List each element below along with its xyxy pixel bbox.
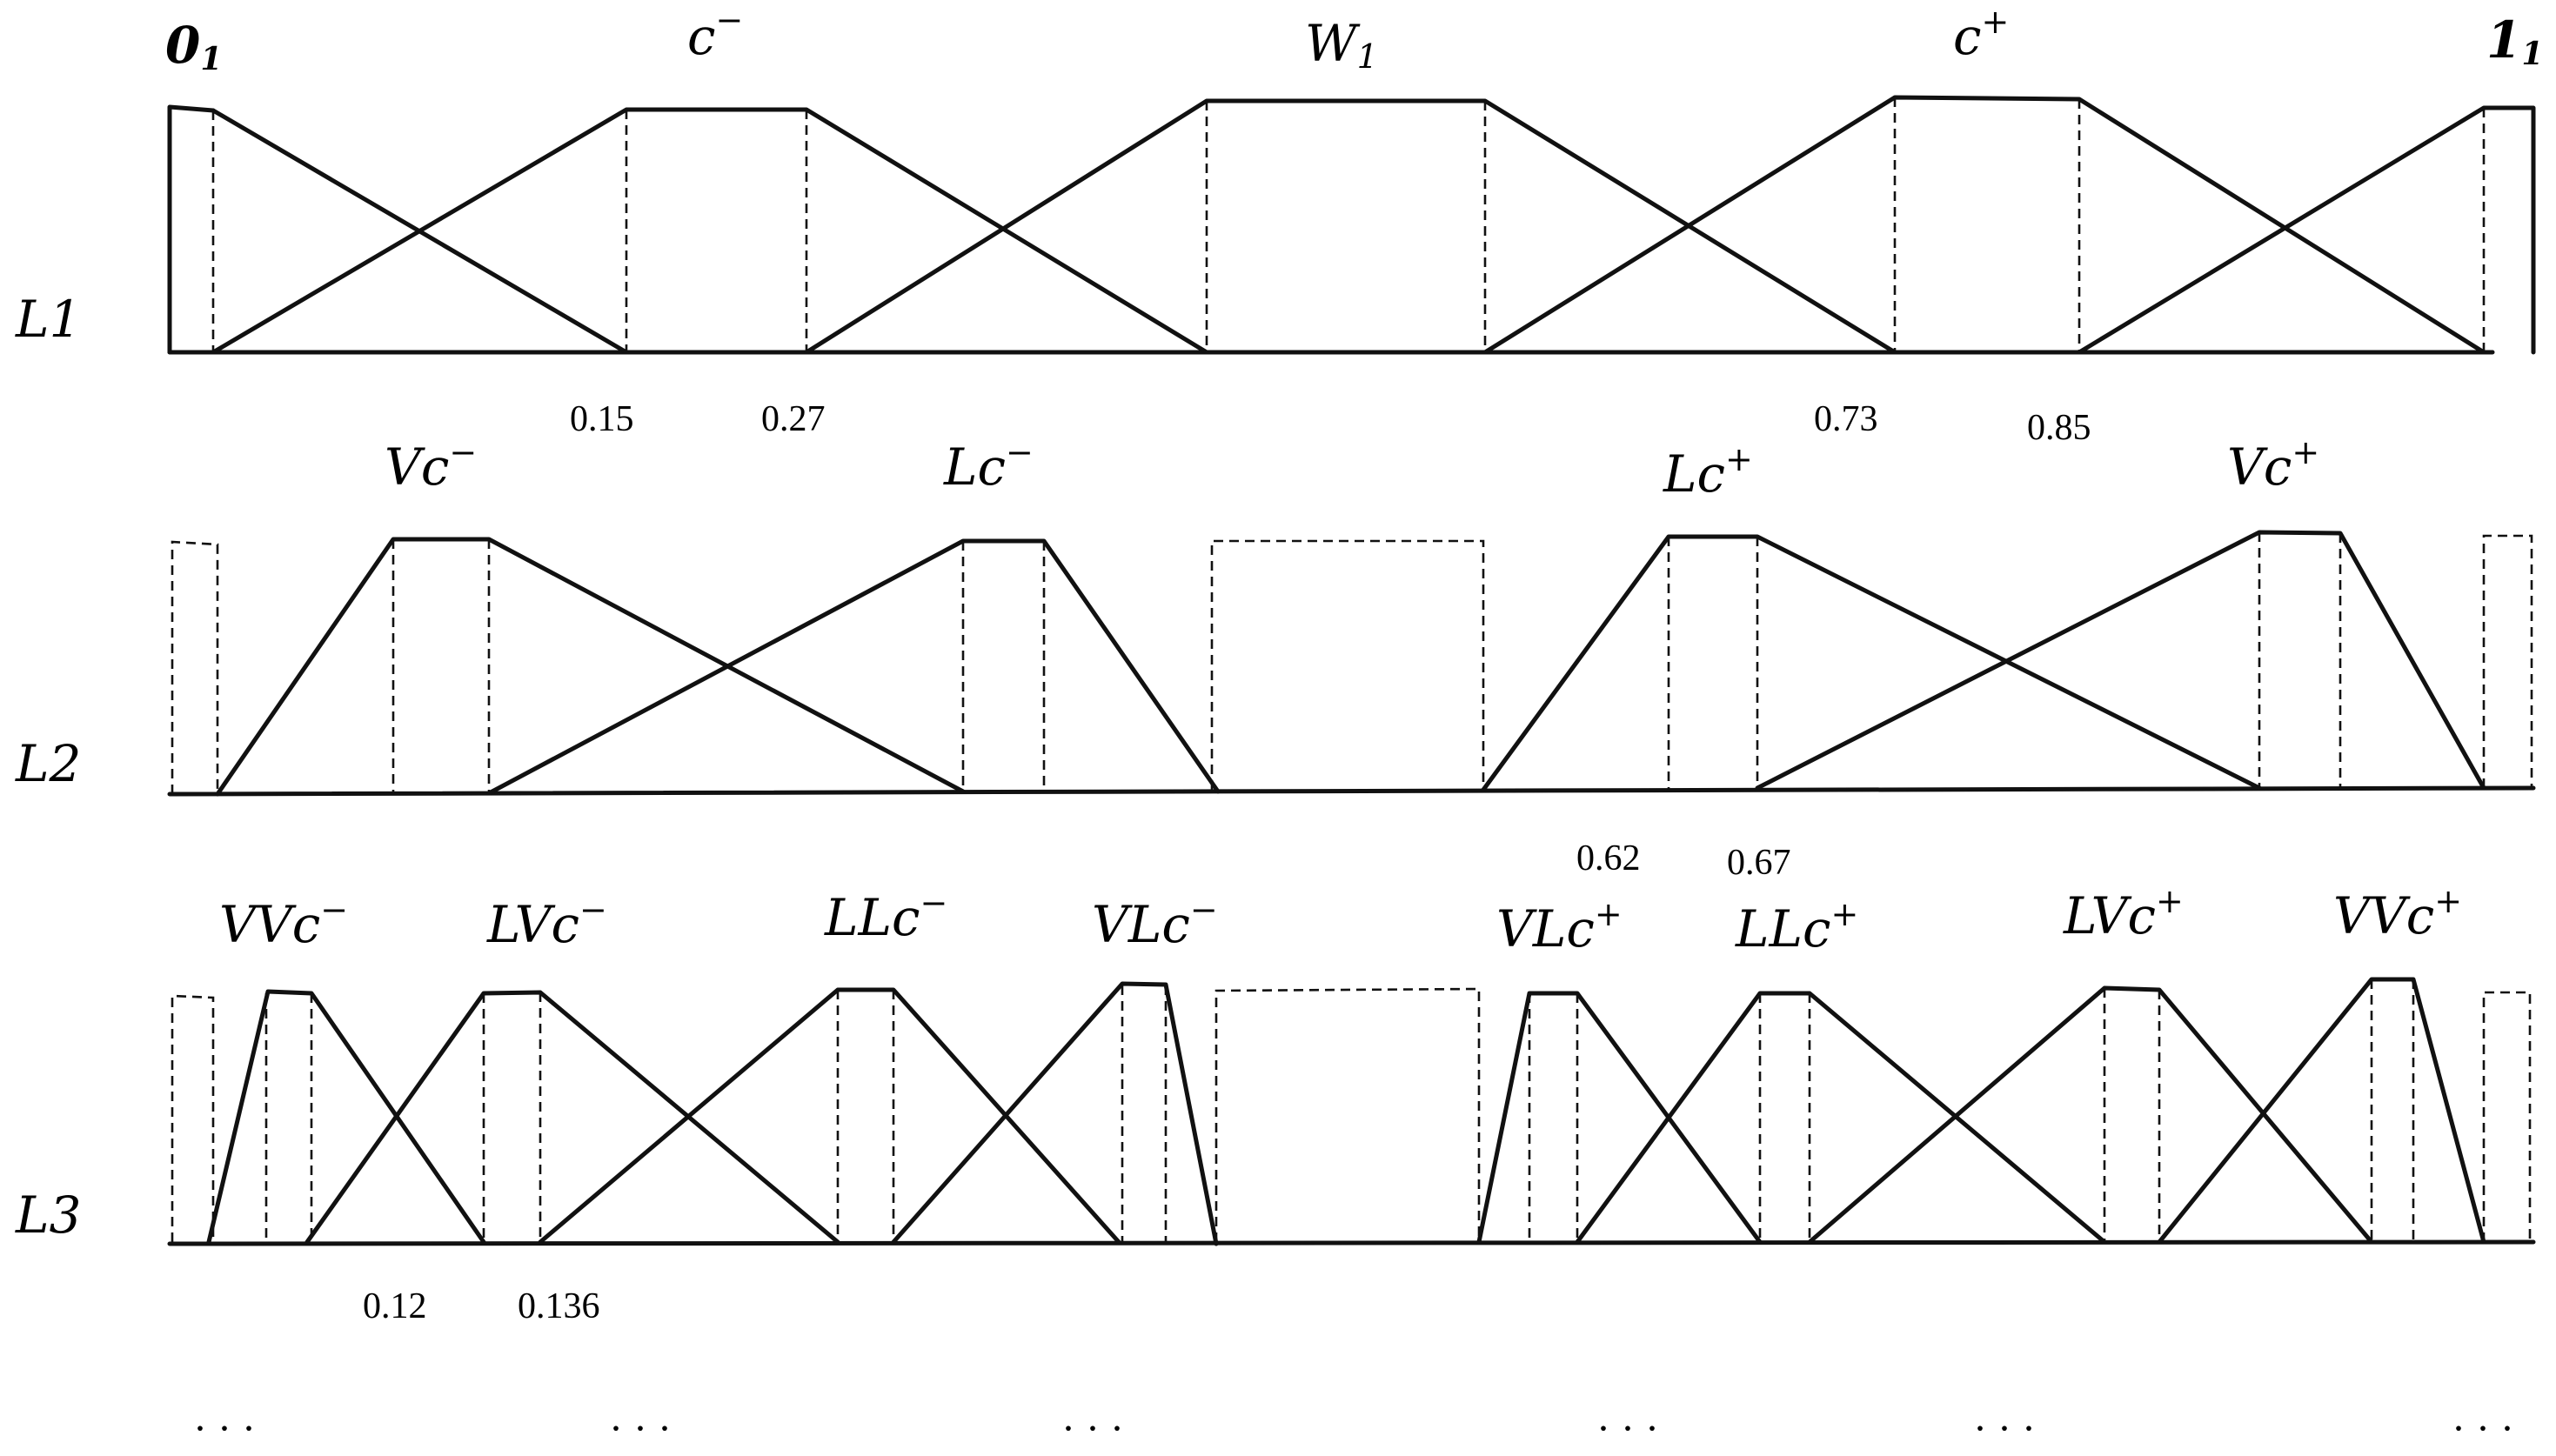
level-3-shapes <box>167 977 2536 1246</box>
dashed-middle-block <box>1214 987 1481 1242</box>
dashed-middle-block <box>1210 539 1485 790</box>
llc-minus-label: LLc− <box>824 884 947 947</box>
ellipsis: · · · <box>193 1406 256 1452</box>
lc-plus-label: Lc+ <box>1663 440 1753 504</box>
level-1-label: L1 <box>15 290 81 349</box>
lc-minus-shape <box>486 538 1221 796</box>
value-label: 0.15 <box>570 399 634 439</box>
value-label: 0.73 <box>1814 399 1878 439</box>
level-3-baseline <box>167 1239 2536 1246</box>
ellipsis: · · · <box>1061 1406 1124 1452</box>
value-label: 0.67 <box>1727 843 1791 883</box>
lvc-minus-shape <box>304 990 840 1245</box>
dashed-edge-block <box>2482 991 2532 1242</box>
lvc-plus-shape <box>1807 985 2374 1245</box>
vc-minus-label: Vc− <box>385 433 477 497</box>
vc-plus-label: Vc+ <box>2227 433 2319 497</box>
llc-minus-shape <box>538 987 1121 1245</box>
dashed-edge-block <box>171 540 219 794</box>
c-minus-label: c− <box>687 1 743 66</box>
w1-label: W1 <box>1305 14 1378 76</box>
vc-plus-shape <box>1755 530 2486 791</box>
level-2-shapes <box>167 530 2536 797</box>
level-2-label: L2 <box>15 734 81 793</box>
value-label: 0.12 <box>363 1286 427 1326</box>
value-label: 0.27 <box>761 399 826 439</box>
level-2-baseline <box>167 785 2536 797</box>
continuation-ellipses: · · · · · · · · · · · · · · · · · · <box>193 1406 2514 1452</box>
one-term-shape <box>2077 105 2536 355</box>
w1-shape <box>804 98 1897 355</box>
zero-term-falling-edge <box>211 108 629 355</box>
dashed-edge-block <box>2482 534 2533 788</box>
one-term-label: 11 <box>2486 10 2543 72</box>
llc-plus-shape <box>1575 991 2107 1245</box>
vlc-minus-shape <box>891 981 1219 1246</box>
zero-term-label: 01 <box>165 16 222 77</box>
value-label: 0.62 <box>1576 838 1641 878</box>
c-plus-shape <box>1482 95 2486 355</box>
vvc-minus-shape <box>206 989 486 1245</box>
ellipsis: · · · <box>1596 1406 1659 1452</box>
lc-plus-shape <box>1481 534 2262 792</box>
level-3-label: L3 <box>15 1186 81 1245</box>
ellipsis: · · · <box>1973 1406 2036 1452</box>
vlc-minus-label: VLc− <box>1092 891 1218 954</box>
ellipsis: · · · <box>2452 1406 2514 1452</box>
vlc-plus-label: VLc+ <box>1496 895 1623 958</box>
lvc-minus-label: LVc− <box>486 891 607 954</box>
vvc-plus-label: VVc+ <box>2333 882 2462 945</box>
vc-minus-shape <box>215 537 966 797</box>
c-minus-shape <box>211 107 1209 355</box>
c-plus-label: c+ <box>1953 3 2009 66</box>
vlc-plus-shape <box>1476 991 1763 1245</box>
llc-plus-label: LLc+ <box>1735 895 1858 958</box>
vvc-plus-shape <box>2157 977 2486 1245</box>
level-1-shapes <box>167 95 2536 355</box>
lc-minus-label: Lc− <box>943 433 1034 497</box>
vvc-minus-label: VVc− <box>219 891 348 954</box>
zero-term-shape <box>167 104 216 355</box>
ellipsis: · · · <box>609 1406 672 1452</box>
value-label: 0.85 <box>2027 408 2091 448</box>
value-label: 0.136 <box>518 1286 600 1326</box>
dashed-edge-block <box>171 994 215 1242</box>
lvc-plus-label: LVc+ <box>2063 882 2184 945</box>
